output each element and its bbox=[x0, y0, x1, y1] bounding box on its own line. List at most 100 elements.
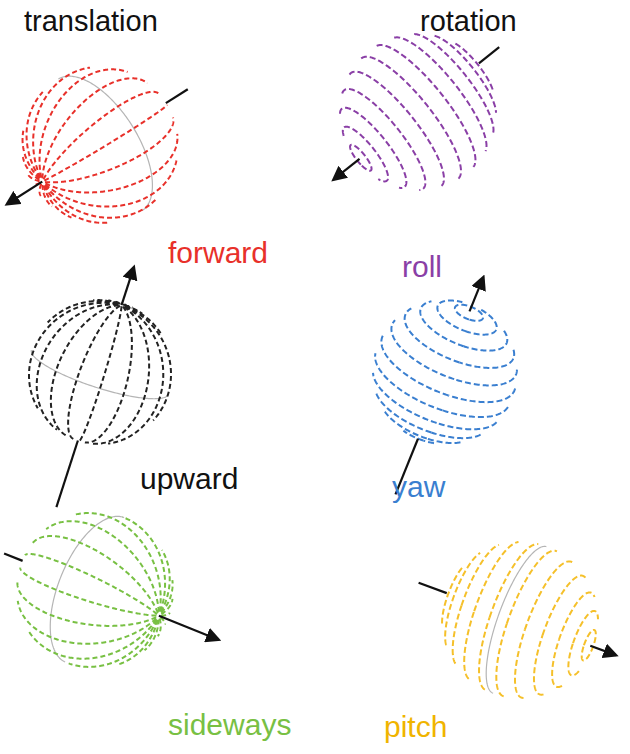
axis-arrow bbox=[590, 646, 615, 655]
flow-line bbox=[403, 431, 423, 441]
flow-line bbox=[161, 613, 170, 616]
flow-line bbox=[582, 630, 596, 661]
axis-tail bbox=[479, 47, 499, 63]
motion-label: upward bbox=[140, 462, 238, 495]
flow-line bbox=[44, 186, 108, 223]
flow-line bbox=[40, 69, 128, 177]
flow-line bbox=[454, 370, 517, 386]
flow-line bbox=[455, 44, 493, 91]
flow-line bbox=[447, 567, 463, 597]
flow-line bbox=[464, 331, 508, 351]
flow-line bbox=[552, 640, 562, 687]
sphere-0 bbox=[7, 68, 188, 223]
axis-arrow bbox=[122, 267, 134, 305]
flow-line bbox=[93, 300, 118, 304]
motion-label: yaw bbox=[392, 470, 445, 503]
flow-line bbox=[350, 72, 444, 187]
column-heading: rotation bbox=[420, 6, 517, 38]
flow-line bbox=[464, 611, 474, 679]
motion-label: sideways bbox=[168, 708, 291, 741]
flow-line bbox=[45, 160, 176, 206]
flow-line bbox=[161, 580, 172, 613]
flow-line bbox=[455, 305, 483, 321]
flow-line bbox=[161, 599, 172, 614]
flow-line bbox=[85, 307, 132, 443]
flow-line bbox=[431, 433, 480, 439]
sphere-5 bbox=[419, 542, 616, 698]
flow-line bbox=[74, 513, 161, 611]
flow-line bbox=[568, 643, 579, 675]
flow-line bbox=[43, 186, 71, 218]
grey-great-circle bbox=[31, 350, 100, 388]
flow-line bbox=[405, 308, 460, 362]
flow-line bbox=[445, 601, 452, 645]
flow-line bbox=[543, 576, 586, 636]
flow-line bbox=[496, 624, 507, 697]
flow-line bbox=[45, 134, 177, 193]
flow-line bbox=[448, 388, 515, 402]
sphere-4 bbox=[373, 277, 517, 494]
flow-line bbox=[42, 78, 147, 178]
flow-line bbox=[20, 568, 156, 616]
flow-line bbox=[123, 517, 166, 611]
axis-arrow bbox=[159, 616, 218, 640]
flow-line bbox=[29, 303, 117, 408]
flow-line bbox=[442, 407, 507, 417]
flow-line bbox=[507, 551, 557, 624]
flow-line bbox=[423, 441, 434, 444]
flow-line bbox=[453, 606, 462, 664]
flow-line bbox=[68, 306, 120, 439]
flow-line bbox=[474, 542, 518, 611]
flow-line bbox=[44, 105, 166, 181]
motion-label: forward bbox=[168, 236, 268, 269]
flow-line bbox=[377, 45, 476, 167]
flow-line bbox=[17, 582, 156, 626]
flow-line bbox=[437, 422, 497, 429]
flow-line bbox=[18, 601, 156, 644]
flow-line bbox=[51, 305, 119, 436]
grey-great-circle bbox=[58, 76, 152, 210]
flow-line bbox=[479, 617, 490, 689]
sphere-3 bbox=[334, 34, 500, 190]
axis-tail bbox=[4, 553, 23, 560]
axis-arrow bbox=[7, 182, 42, 204]
flow-line bbox=[573, 611, 598, 643]
flow-line bbox=[385, 412, 427, 439]
flow-line bbox=[40, 184, 42, 196]
axis-tail bbox=[166, 89, 188, 103]
flow-line bbox=[342, 89, 425, 190]
grey-great-circle bbox=[486, 620, 497, 693]
grey-great-circle bbox=[100, 389, 168, 399]
motion-label: pitch bbox=[384, 710, 447, 743]
flow-line bbox=[381, 336, 448, 396]
flow-line bbox=[108, 307, 163, 444]
flow-line bbox=[340, 108, 406, 188]
flow-line bbox=[515, 630, 525, 698]
flow-line bbox=[373, 373, 437, 423]
flow-line bbox=[459, 350, 514, 368]
flow-line bbox=[43, 92, 158, 180]
axis-arrow bbox=[470, 277, 484, 311]
axis-arrow bbox=[334, 159, 360, 180]
flow-line bbox=[559, 592, 595, 639]
flow-line bbox=[490, 544, 539, 617]
sphere-2 bbox=[4, 513, 218, 667]
flow-line bbox=[467, 310, 497, 335]
flow-line bbox=[394, 37, 486, 151]
flow-line bbox=[93, 307, 149, 444]
flow-line bbox=[25, 554, 157, 614]
flow-line bbox=[158, 619, 161, 637]
column-heading: translation bbox=[24, 6, 158, 38]
flow-line bbox=[350, 145, 371, 171]
flow-line bbox=[420, 301, 464, 346]
flow-line bbox=[48, 301, 118, 322]
flow-line bbox=[375, 353, 442, 410]
flow-line bbox=[534, 635, 544, 695]
flow-line bbox=[46, 521, 159, 612]
axis-tail bbox=[56, 441, 77, 508]
flow-line bbox=[23, 131, 40, 179]
axis-tail bbox=[419, 583, 447, 593]
motion-label: roll bbox=[402, 250, 442, 283]
flow-line bbox=[33, 536, 158, 613]
